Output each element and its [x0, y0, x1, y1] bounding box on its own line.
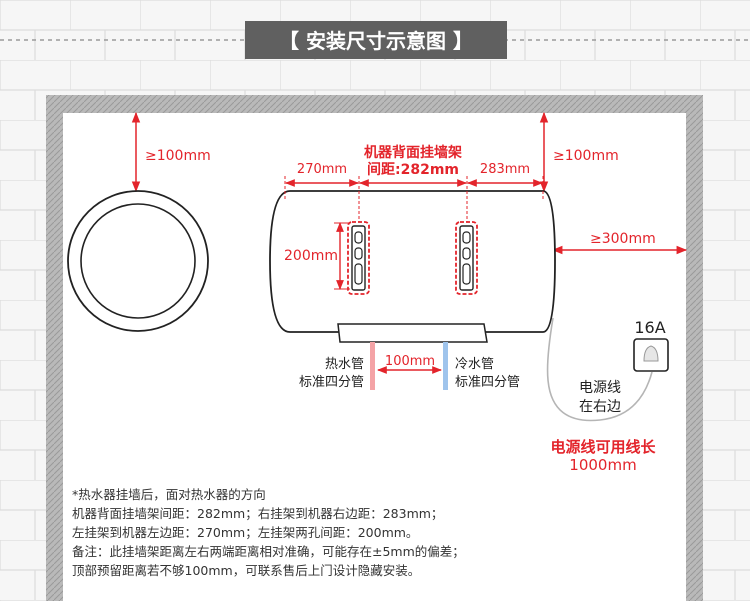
cable-length-title: 电源线可用线长 — [550, 438, 656, 456]
note-line: 左挂架到机器左边距：270mm；左挂架两孔间距：200mm。 — [72, 525, 418, 540]
right-wall-bracket — [455, 221, 478, 295]
hole-spacing-label: 200mm — [284, 248, 338, 264]
note-line: 备注：此挂墙架距离左右两端距离相对准确，可能存在±5mm的偏差； — [72, 544, 465, 559]
hot-water-pipe — [370, 342, 375, 390]
plug-icon — [643, 345, 659, 362]
cold-water-pipe — [443, 342, 448, 390]
top-left-clearance-label: ≥100mm — [145, 148, 211, 164]
socket-rating-label: 16A — [634, 318, 665, 337]
cold-pipe-spec: 标准四分管 — [455, 375, 520, 390]
pipe-spacing-label: 100mm — [385, 354, 435, 369]
cable-length-value: 1000mm — [569, 456, 636, 474]
note-line: *热水器挂墙后，面对热水器的方向 — [72, 487, 266, 502]
cable-label-line2: 在右边 — [579, 399, 621, 415]
tank-side-inner — [80, 203, 196, 319]
cable-label-line1: 电源线 — [579, 380, 621, 396]
notes-block: *热水器挂墙后，面对热水器的方向 机器背面挂墙架间距：282mm；右挂架到机器右… — [72, 487, 465, 578]
left-offset-label: 270mm — [297, 162, 347, 177]
power-cable — [546, 317, 653, 422]
note-line: 机器背面挂墙架间距：282mm；右挂架到机器右边距：283mm； — [72, 506, 443, 521]
title-bar — [245, 21, 507, 59]
top-right-clearance-label: ≥100mm — [553, 148, 619, 164]
bracket-spacing-title: 机器背面挂墙架 — [364, 144, 462, 161]
hot-pipe-spec: 标准四分管 — [299, 375, 364, 390]
note-line: 顶部预留距离若不够100mm，可联系售后上门设计隐藏安装。 — [72, 563, 420, 578]
bracket-spacing-value: 间距:282mm — [367, 161, 459, 178]
right-offset-label: 283mm — [480, 162, 530, 177]
right-clearance-label: ≥300mm — [590, 231, 656, 247]
left-wall-bracket — [347, 221, 370, 295]
cold-pipe-label: 冷水管 — [455, 357, 494, 372]
hot-pipe-label: 热水管 — [325, 357, 364, 372]
page-title: 【 安装尺寸示意图 】 — [279, 29, 473, 53]
heater-bottom-panel — [337, 323, 488, 343]
